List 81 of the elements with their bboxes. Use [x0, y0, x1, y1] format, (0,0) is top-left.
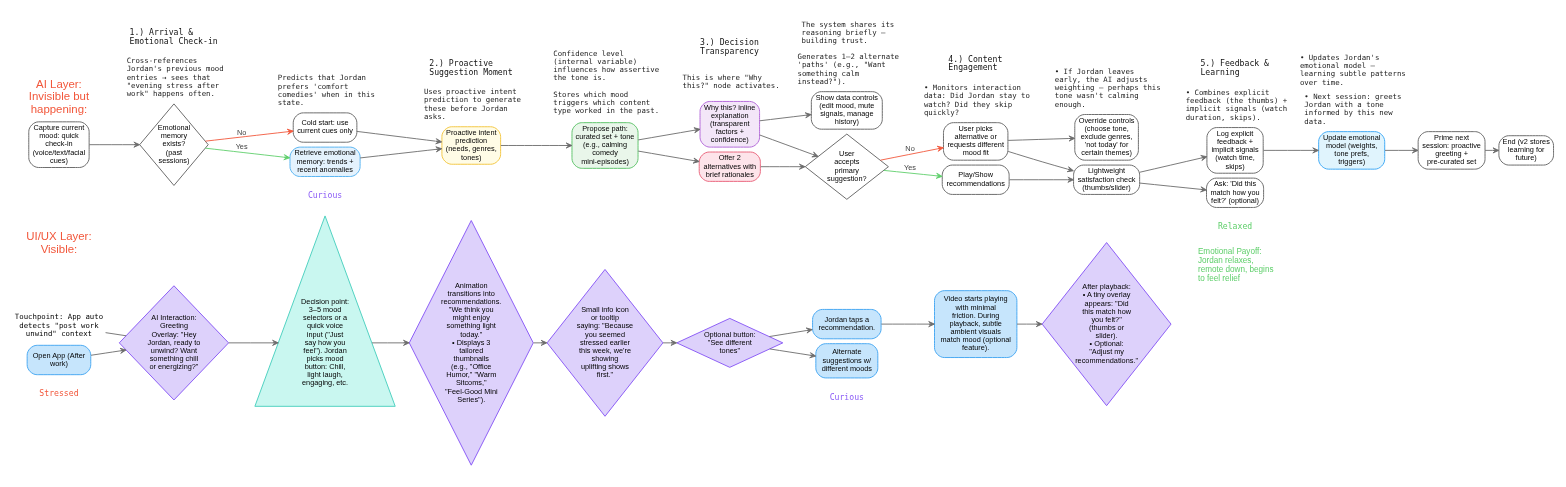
arrow [1009, 176, 1074, 183]
node-diamond: User accepts primary suggestion? [804, 133, 889, 200]
label: 4.) Content Engagement [948, 52, 1003, 72]
arrow [1139, 182, 1207, 192]
label: 3.) Decision Transparency [700, 36, 759, 56]
arrow [90, 347, 127, 356]
node-box: Jordan taps a recommendation. [812, 308, 882, 339]
arrow [500, 141, 573, 148]
label: Stressed [39, 387, 79, 398]
arrow [759, 134, 819, 157]
edge-label: Yes [904, 162, 917, 172]
arrow [1139, 154, 1208, 173]
node-box: Propose path: curated set + tone (e.g., calming comedy mini-episodes) [571, 121, 639, 169]
label: The system shares its reasoning briefly — building trust. [801, 19, 895, 45]
arrow [768, 327, 813, 337]
arrow [1262, 146, 1319, 153]
label: Predicts that Jordan prefers 'comfort comedies' when in this state. [277, 72, 375, 107]
arrow [637, 150, 700, 164]
node-box: Prime next session: proactive greeting + pre-curated set [1417, 130, 1486, 170]
node-box: Offer 2 alternatives with brief rationales [698, 151, 761, 182]
label: • Updates Jordan's emotional model — learning subtle patterns over time. [1299, 52, 1406, 86]
arrow [533, 339, 548, 346]
arrow [769, 348, 817, 358]
edge-label: No [236, 127, 247, 137]
node-box: Why this? inline explanation (transparent factors + confidence) [699, 100, 761, 148]
arrow [1484, 146, 1500, 153]
label: Relaxed [1217, 220, 1253, 231]
arrow [1007, 135, 1076, 141]
node-box: Open App (After work) [26, 344, 92, 375]
arrow [637, 126, 701, 140]
node-box: Cold start: use current cues only [292, 111, 358, 143]
label: Curious [829, 391, 864, 402]
label: Confidence level (internal variable) influences how assertive the tone is. [553, 48, 660, 82]
label: Curious [307, 189, 343, 200]
arrow [88, 141, 141, 148]
arrow [371, 339, 410, 346]
label: AI Layer: Invisible but happening: [28, 77, 90, 115]
arrow [356, 130, 443, 144]
node-box: Video starts playing with minimal friction. During playback, subtle ambient visuals match mood (optional feature). [934, 289, 1018, 358]
node-box: Capture current mood: quick check-in (voice/text/facial cues) [28, 120, 90, 168]
edge-label: No [905, 143, 915, 153]
arrow [1007, 150, 1074, 172]
arrow [760, 163, 806, 170]
arrow [880, 320, 935, 327]
node-box: Show data controls (edit mood, mute signals, manage history) [810, 90, 883, 130]
label: 2.) Proactive Suggestion Moment [429, 57, 513, 77]
node-text: Touchpoint: App auto detects "post work unwind" context [14, 311, 104, 338]
arrow [228, 339, 279, 346]
label: 1.) Arrival & Emotional Check-in [129, 26, 218, 46]
node-box: End (v2 stores learning for future) [1498, 134, 1555, 166]
node-box: Proactive intent prediction (needs, genres, tones) [441, 125, 502, 165]
label: This is where "Why this?" node activates. [682, 72, 780, 90]
node-box: Retrieve emotional memory: trends + recent anomalies [289, 146, 361, 177]
node-box: Play/Show recommendations [941, 164, 1010, 195]
arrow [879, 145, 944, 161]
node-diamond: Optional button: "See different tones" [676, 317, 784, 368]
connector [105, 331, 127, 336]
arrow [759, 111, 812, 121]
arrow [204, 147, 291, 160]
label: 5.) Feedback & Learning [1200, 57, 1270, 77]
node-diamond: After playback: • A tiny overlay appears: "Did this match how you felt?" (thumbs or slider). • Optional: "Adjust my recommendations." [1041, 241, 1172, 406]
node-box: Alternate suggestions w/ different moods [815, 342, 879, 378]
node-box: User picks alternative or requests different mood fit [943, 121, 1009, 161]
arrow [204, 128, 294, 142]
label: Emotional Payoff: Jordan relaxes, remote down, begins to feel relief [1197, 246, 1274, 283]
node-box: Lightweight satisfaction check (thumbs/slider) [1073, 164, 1141, 195]
edge-label: Yes [235, 141, 248, 151]
node-box: Update emotional model (weights, tone prefs, triggers) [1318, 130, 1386, 170]
arrow [662, 339, 678, 346]
node-box: Ask: 'Did this match how you felt?' (optional) [1206, 177, 1265, 208]
arrow [1016, 320, 1043, 327]
arrow [359, 145, 443, 158]
node-diamond: Emotional memory exists? (past sessions) [139, 102, 209, 186]
label: UI/UX Layer: Visible: [26, 229, 92, 254]
node-diamond: Small info icon or tooltip saying: "Because you seemed stressed earlier this week, we're showing uplifting shows first." [546, 268, 664, 417]
node-diamond: Animation transitions into recommendations. "We think you might enjoy something light today." • Displays 3 tailored thumbnails (e.g., "Office Humor," "Warm Sitcoms," "Feel-Good Mini Series"). [408, 219, 534, 466]
arrow [883, 169, 943, 179]
arrow [1384, 146, 1419, 153]
node-box: Log explicit feedback + implicit signals (watch time, skips) [1206, 126, 1264, 174]
node-box: Override controls (choose tone, exclude genres, 'not today' for certain themes) [1074, 113, 1139, 161]
label: • Next session: greets Jordan with a tone informed by this new data. [1304, 91, 1402, 126]
